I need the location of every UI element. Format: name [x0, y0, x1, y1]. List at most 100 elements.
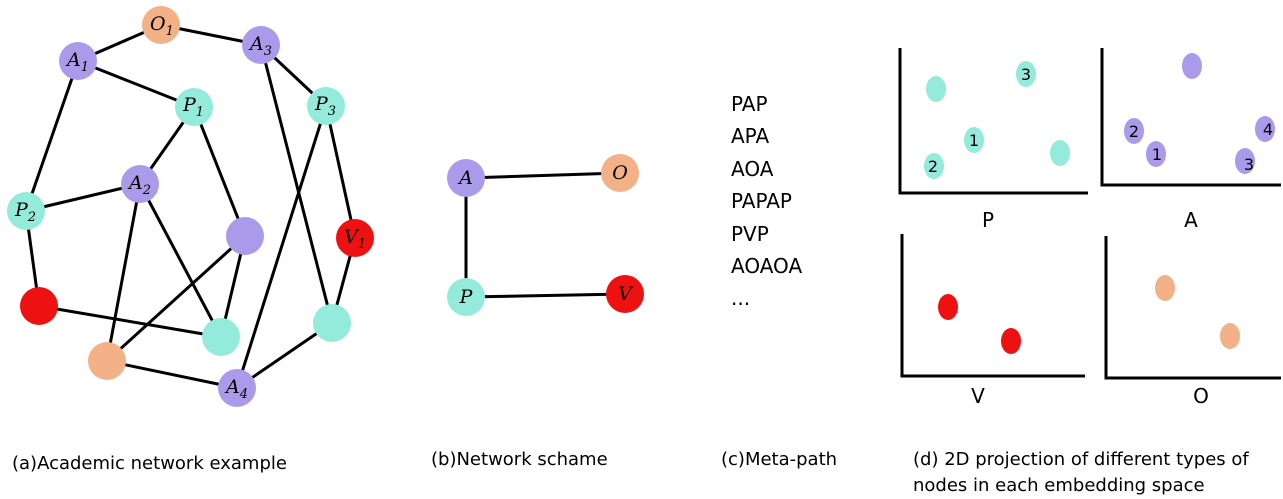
label-p1: P1: [182, 94, 204, 120]
edge-a3-paper: [259, 43, 334, 325]
panel-a-point-3: [1235, 148, 1255, 174]
panel-v-point: [938, 294, 958, 320]
panel-a-point-4: [1255, 116, 1275, 142]
label-p2: P2: [14, 199, 36, 225]
edge-a2-org: [105, 182, 142, 363]
panel-p-point: [1050, 140, 1070, 166]
schema-label-v: V: [618, 283, 634, 305]
axes-panel-p: [898, 48, 1088, 195]
panel-p-point-label: 2: [928, 157, 938, 176]
edge-a2-p2: [24, 182, 142, 213]
panel-v-point: [1001, 328, 1021, 354]
node-v1: [336, 219, 374, 257]
metapath-item: PAPAP: [731, 189, 792, 214]
schema-edge-p-v: [465, 292, 626, 299]
edge-a1-p2: [24, 59, 80, 213]
caption-schema: (b)Network schame: [431, 449, 608, 470]
metapath-item: PVP: [731, 221, 769, 246]
edge-p3-v1: [324, 104, 357, 240]
label-a1: A1: [65, 49, 89, 75]
schema-node-o: [601, 154, 639, 192]
panel-o-point: [1220, 323, 1240, 349]
panel-a-point-2: [1124, 118, 1144, 144]
node-paper-unlabeled-right: [313, 304, 351, 342]
node-a2: [121, 165, 159, 203]
panel-p-point-labels: 3 1 2: [928, 65, 1031, 176]
panel-p-point-3: [1016, 61, 1036, 87]
panel-a-point-label: 1: [1152, 145, 1162, 164]
panel-label-a: A: [1184, 208, 1198, 232]
metapath-list: PAP APA AOA PAPAP PVP AOAOA ...: [731, 88, 802, 315]
panel-a-point-label: 3: [1244, 155, 1254, 174]
schema-label-a: A: [457, 167, 473, 189]
panel-a-point-label: 4: [1263, 120, 1273, 139]
schema-label-o: O: [612, 162, 628, 184]
panel-o-point: [1155, 275, 1175, 301]
edge-org-a4: [105, 359, 239, 390]
axes-panel-v: [900, 234, 1085, 378]
node-author-unlabeled: [226, 217, 264, 255]
metapath-item: APA: [731, 124, 770, 149]
schema-edges: [464, 171, 626, 299]
panel-p-point-1: [964, 127, 984, 153]
panel-v-points: [938, 294, 1021, 354]
node-org-unlabeled: [88, 342, 126, 380]
panel-label-v: V: [971, 384, 985, 408]
projection-axes: [898, 48, 1281, 380]
node-venue-unlabeled: [20, 287, 58, 325]
metapath-item: AOA: [731, 156, 774, 181]
label-a3: A3: [248, 33, 272, 59]
schema-node-a: [447, 159, 485, 197]
network-nodes: [7, 6, 374, 407]
edge-a2-paper: [138, 182, 223, 339]
schema-labels: A O P V: [457, 162, 634, 308]
caption-metapath: (c)Meta-path: [721, 449, 838, 470]
panel-a-point-labels: 2 1 4 3: [1129, 120, 1273, 174]
edge-p3-a4: [235, 104, 328, 390]
node-p2: [7, 192, 45, 230]
node-o1: [142, 6, 180, 44]
schema-label-p: P: [459, 286, 474, 308]
edge-paper-a4: [235, 321, 334, 390]
node-paper-unlabeled-center: [202, 318, 240, 356]
caption-projection: (d) 2D projection of different types of …: [913, 447, 1249, 499]
node-a3: [242, 26, 280, 64]
node-a4: [218, 369, 256, 407]
edge-a1-p1: [76, 59, 196, 109]
panel-p-point-label: 3: [1021, 65, 1031, 84]
panel-a-point-1: [1146, 141, 1166, 167]
caption-projection-line1: (d) 2D projection of different types of: [913, 449, 1249, 470]
label-o1: O1: [150, 13, 174, 39]
edge-p1-author: [192, 105, 247, 238]
label-v1: V1: [344, 226, 366, 252]
label-a4: A4: [224, 376, 248, 402]
metapath-item: AOAOA: [731, 253, 803, 278]
panel-o-points: [1155, 275, 1240, 349]
panel-label-o: O: [1193, 384, 1209, 408]
panel-a-point-label: 2: [1129, 122, 1139, 141]
panel-p-point-2: [924, 153, 944, 179]
network-node-labels: O1 A1 A3 P1 P3 A2 P2 V1 A4: [14, 13, 366, 402]
caption-projection-line2: nodes in each embedding space: [913, 475, 1205, 496]
label-a2: A2: [127, 172, 151, 198]
label-p3: P3: [314, 93, 336, 119]
panel-label-p: P: [981, 208, 995, 232]
metapath-item: ...: [731, 286, 751, 311]
panel-p-point: [926, 76, 946, 102]
node-p3: [307, 87, 345, 125]
panel-a-point: [1182, 53, 1202, 79]
projection-panels: 3 1 2 2 1 4 3: [898, 48, 1281, 380]
edge-author-org: [105, 234, 247, 363]
schema-edge-a-o: [465, 171, 621, 180]
panel-p-point-label: 1: [969, 131, 979, 150]
node-a1: [59, 42, 97, 80]
network-schema: A O P V: [447, 154, 644, 316]
panel-p-points: [924, 61, 1070, 179]
caption-network: (a)Academic network example: [12, 453, 287, 474]
axes-panel-o: [1104, 236, 1281, 380]
metapath-item: PAP: [731, 92, 768, 116]
schema-node-v: [606, 275, 644, 313]
edge-venue-paper: [37, 304, 223, 339]
node-p1: [175, 88, 213, 126]
